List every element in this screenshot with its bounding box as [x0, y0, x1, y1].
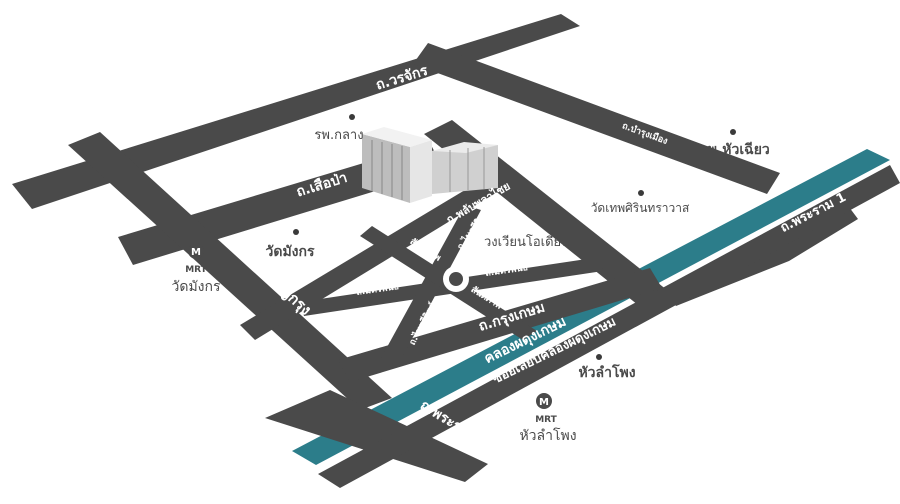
place-marker-hua-lamphong [596, 354, 602, 360]
svg-text:M: M [539, 397, 549, 408]
road-maitri-chit [380, 205, 481, 365]
place-odeon-circle: วงเวียนโอเดียน [484, 234, 570, 250]
place-marker-klang-hospital [349, 114, 355, 120]
road-rama-4 [265, 390, 488, 482]
mrt-wat-mangkon-brand: MRT [185, 265, 207, 275]
mrt-wat-mangkon-icon: M [188, 243, 204, 259]
mrt-hua-lamphong-icon: M [536, 393, 552, 409]
place-wat-mangkon: วัดมังกร [265, 244, 314, 260]
odeon-circle-center [449, 272, 463, 286]
place-marker-wat-thepsirin [638, 190, 644, 196]
svg-text:M: M [191, 247, 201, 258]
road-bamrung-muang [413, 43, 780, 194]
place-marker-wat-mangkon [293, 229, 299, 235]
place-hua-lamphong: หัวลำโพง [578, 363, 635, 381]
mrt-hua-lamphong-brand: MRT [535, 415, 557, 425]
place-marker-hua-chiew [730, 129, 736, 135]
building-icon [362, 127, 498, 203]
mrt-hua-lamphong-station: หัวลำโพง [519, 427, 576, 444]
soi-liap-khlong [318, 165, 900, 488]
place-klang-hospital: รพ.กลาง [314, 128, 363, 143]
place-wat-thepsirin: วัดเทพศิรินทราวาส [591, 201, 690, 215]
road-charoen-krung [68, 132, 392, 410]
place-hua-chiew: รพ.หัวเฉียว [700, 142, 770, 158]
mrt-wat-mangkon-station: วัดมังกร [171, 279, 220, 295]
road-plaplachai [240, 175, 504, 340]
